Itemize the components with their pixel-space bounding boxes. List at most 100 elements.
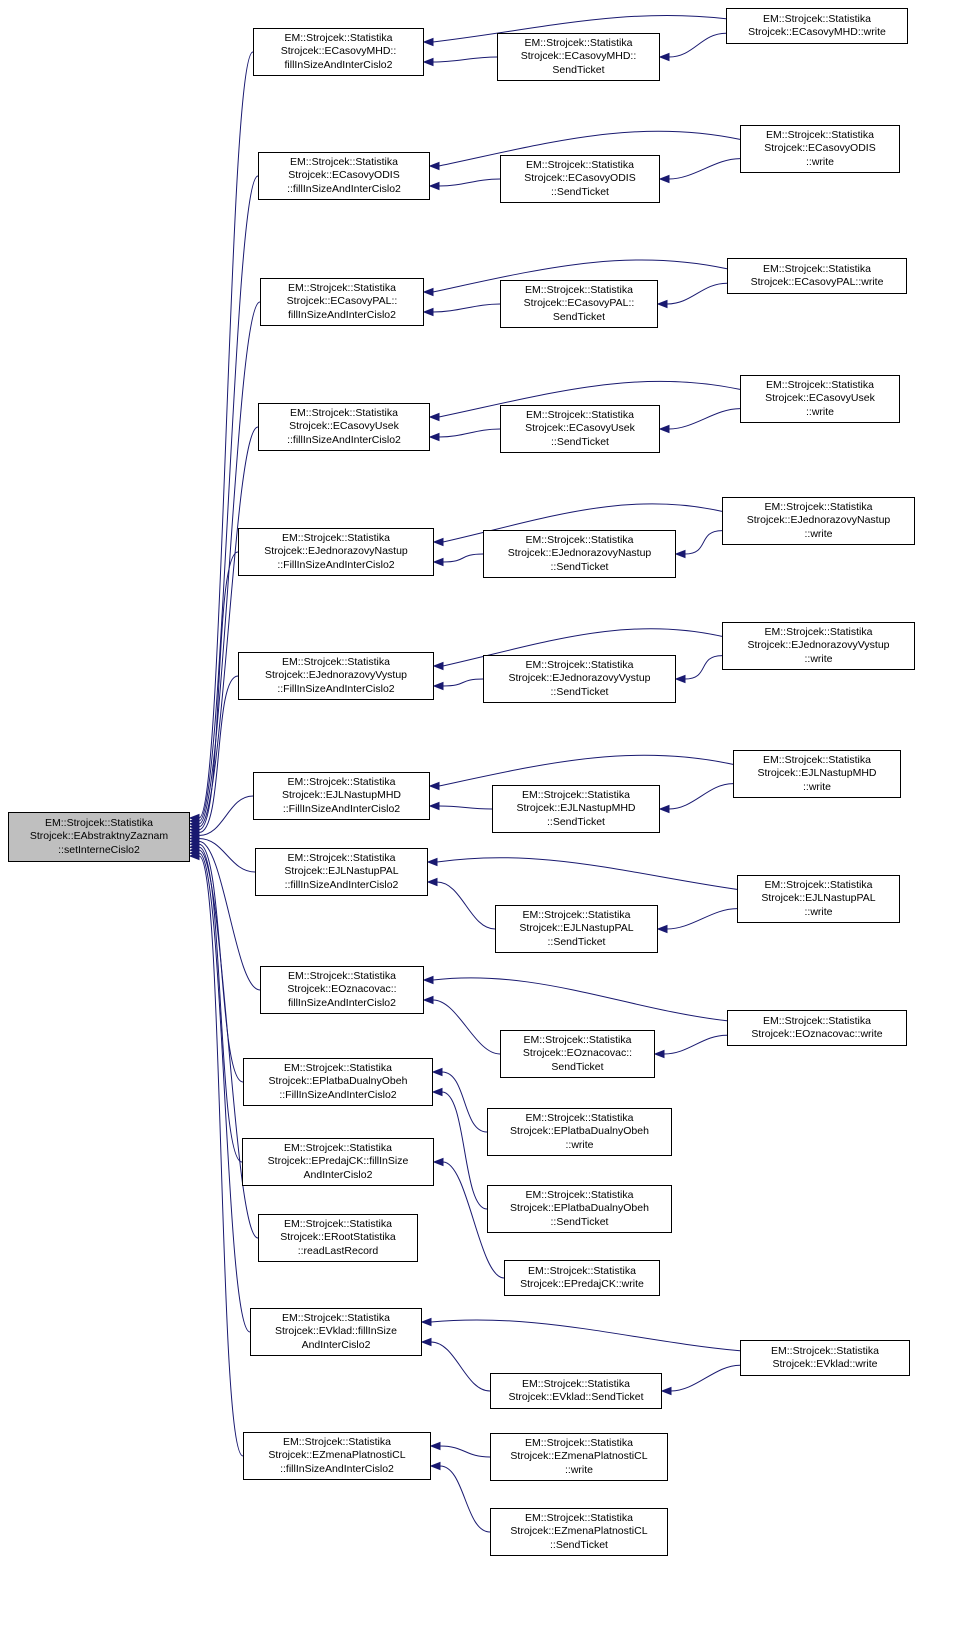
- arrowhead-icon: [428, 781, 440, 791]
- node-label: EM::Strojcek::Statistika Strojcek::ERoot…: [280, 1217, 396, 1257]
- edge-mhd_send-to-mhd_fill: [432, 56, 498, 63]
- node-zme_write[interactable]: EM::Strojcek::Statistika Strojcek::EZmen…: [490, 1433, 668, 1481]
- node-vkl_fill[interactable]: EM::Strojcek::Statistika Strojcek::EVkla…: [250, 1308, 422, 1356]
- arrowhead-icon: [420, 1317, 432, 1327]
- node-ejn_fill[interactable]: EM::Strojcek::Statistika Strojcek::EJedn…: [238, 528, 434, 576]
- edge-ejv_fill-to-set: [198, 675, 239, 834]
- node-pal_fill[interactable]: EM::Strojcek::Statistika Strojcek::ECaso…: [260, 278, 424, 326]
- node-label: EM::Strojcek::Statistika Strojcek::EJLNa…: [757, 753, 877, 793]
- node-usek_write[interactable]: EM::Strojcek::Statistika Strojcek::ECaso…: [740, 375, 900, 423]
- node-jlp_fill[interactable]: EM::Strojcek::Statistika Strojcek::EJLNa…: [255, 848, 428, 896]
- edge-zme_write-to-zme_fill: [439, 1445, 491, 1458]
- edge-zme_send-to-zme_fill: [439, 1465, 491, 1533]
- arrowhead-icon: [656, 924, 668, 934]
- edge-ozn_write-to-ozn_fill: [432, 977, 728, 1022]
- node-label: EM::Strojcek::Statistika Strojcek::EJLNa…: [281, 775, 402, 815]
- arrowhead-icon: [658, 424, 670, 434]
- edge-pck_fill-to-set: [198, 846, 243, 1163]
- node-mhd_write[interactable]: EM::Strojcek::Statistika Strojcek::ECaso…: [726, 8, 908, 44]
- node-jlm_write[interactable]: EM::Strojcek::Statistika Strojcek::EJLNa…: [733, 750, 901, 798]
- arrowhead-icon: [674, 549, 686, 559]
- node-pdo_fill[interactable]: EM::Strojcek::Statistika Strojcek::EPlat…: [243, 1058, 433, 1106]
- node-label: EM::Strojcek::Statistika Strojcek::EZmen…: [510, 1436, 648, 1476]
- arrowhead-icon: [428, 801, 440, 811]
- node-label: EM::Strojcek::Statistika Strojcek::EOzna…: [522, 1033, 633, 1073]
- edge-ejv_write-to-ejv_send: [684, 655, 723, 680]
- edge-root_read-to-set: [198, 849, 259, 1239]
- node-jlm_send[interactable]: EM::Strojcek::Statistika Strojcek::EJLNa…: [492, 785, 660, 833]
- edge-jlm_send-to-jlm_fill: [438, 805, 493, 810]
- node-ejv_send[interactable]: EM::Strojcek::Statistika Strojcek::EJedn…: [483, 655, 676, 703]
- edge-pdo_send-to-pdo_fill: [441, 1091, 488, 1210]
- node-label: EM::Strojcek::Statistika Strojcek::EZmen…: [510, 1511, 648, 1551]
- node-ozn_fill[interactable]: EM::Strojcek::Statistika Strojcek::EOzna…: [260, 966, 424, 1014]
- edge-ozn_fill-to-set: [198, 840, 261, 991]
- edge-odis_write-to-odis_send: [668, 158, 741, 180]
- node-label: EM::Strojcek::Statistika Strojcek::EJLNa…: [284, 851, 399, 891]
- node-pal_write[interactable]: EM::Strojcek::Statistika Strojcek::ECaso…: [727, 258, 907, 294]
- node-pal_send[interactable]: EM::Strojcek::Statistika Strojcek::ECaso…: [500, 280, 658, 328]
- node-jlp_write[interactable]: EM::Strojcek::Statistika Strojcek::EJLNa…: [737, 875, 900, 923]
- edge-ejv_send-to-ejv_fill: [442, 678, 484, 687]
- arrowhead-icon: [428, 181, 440, 191]
- node-label: EM::Strojcek::Statistika Strojcek::EVkla…: [771, 1344, 879, 1371]
- arrowhead-icon: [429, 1441, 441, 1451]
- node-label: EM::Strojcek::Statistika Strojcek::ECaso…: [287, 155, 401, 195]
- node-pck_write[interactable]: EM::Strojcek::Statistika Strojcek::EPred…: [504, 1260, 660, 1296]
- edge-ejv_write-to-ejv_fill: [442, 628, 723, 667]
- node-mhd_fill[interactable]: EM::Strojcek::Statistika Strojcek::ECaso…: [253, 28, 424, 76]
- edge-jlm_fill-to-set: [198, 795, 254, 837]
- node-ejv_write[interactable]: EM::Strojcek::Statistika Strojcek::EJedn…: [722, 622, 915, 670]
- arrowhead-icon: [422, 57, 434, 67]
- arrowhead-icon: [653, 1049, 665, 1059]
- edge-pal_fill-to-set: [198, 301, 261, 825]
- node-zme_fill[interactable]: EM::Strojcek::Statistika Strojcek::EZmen…: [243, 1432, 431, 1480]
- node-label: EM::Strojcek::Statistika Strojcek::ECaso…: [765, 378, 875, 418]
- node-label: EM::Strojcek::Statistika Strojcek::EOzna…: [751, 1014, 883, 1041]
- node-vkl_write[interactable]: EM::Strojcek::Statistika Strojcek::EVkla…: [740, 1340, 910, 1376]
- node-zme_send[interactable]: EM::Strojcek::Statistika Strojcek::EZmen…: [490, 1508, 668, 1556]
- edge-ozn_write-to-ozn_send: [663, 1034, 728, 1055]
- node-label: EM::Strojcek::Statistika Strojcek::ECaso…: [748, 12, 886, 39]
- edge-ejn_write-to-ejn_fill: [442, 503, 723, 543]
- edge-usek_fill-to-set: [198, 426, 259, 828]
- node-set[interactable]: EM::Strojcek::Statistika Strojcek::EAbst…: [8, 812, 190, 862]
- edge-pck_write-to-pck_fill: [442, 1161, 505, 1279]
- edge-ejn_fill-to-set: [198, 551, 239, 831]
- node-jlm_fill[interactable]: EM::Strojcek::Statistika Strojcek::EJLNa…: [253, 772, 430, 820]
- arrowhead-icon: [422, 307, 434, 317]
- node-label: EM::Strojcek::Statistika Strojcek::ECaso…: [525, 408, 635, 448]
- edge-ejn_send-to-ejn_fill: [442, 553, 484, 563]
- node-mhd_send[interactable]: EM::Strojcek::Statistika Strojcek::ECaso…: [497, 33, 660, 81]
- arrowhead-icon: [431, 1067, 443, 1077]
- node-usek_fill[interactable]: EM::Strojcek::Statistika Strojcek::ECaso…: [258, 403, 430, 451]
- node-ejn_send[interactable]: EM::Strojcek::Statistika Strojcek::EJedn…: [483, 530, 676, 578]
- edge-usek_write-to-usek_send: [668, 408, 741, 430]
- node-vkl_send[interactable]: EM::Strojcek::Statistika Strojcek::EVkla…: [490, 1373, 662, 1409]
- node-pdo_send[interactable]: EM::Strojcek::Statistika Strojcek::EPlat…: [487, 1185, 672, 1233]
- node-pck_fill[interactable]: EM::Strojcek::Statistika Strojcek::EPred…: [242, 1138, 434, 1186]
- node-odis_send[interactable]: EM::Strojcek::Statistika Strojcek::ECaso…: [500, 155, 660, 203]
- node-odis_write[interactable]: EM::Strojcek::Statistika Strojcek::ECaso…: [740, 125, 900, 173]
- arrowhead-icon: [656, 299, 668, 309]
- arrowhead-icon: [428, 432, 440, 442]
- edge-mhd_fill-to-set: [198, 51, 254, 819]
- node-ejn_write[interactable]: EM::Strojcek::Statistika Strojcek::EJedn…: [722, 497, 915, 545]
- node-pdo_write[interactable]: EM::Strojcek::Statistika Strojcek::EPlat…: [487, 1108, 672, 1156]
- node-ozn_write[interactable]: EM::Strojcek::Statistika Strojcek::EOzna…: [727, 1010, 907, 1046]
- edge-odis_write-to-odis_fill: [438, 130, 741, 167]
- node-label: EM::Strojcek::Statistika Strojcek::EPlat…: [510, 1111, 649, 1151]
- node-label: EM::Strojcek::Statistika Strojcek::ECaso…: [280, 31, 397, 71]
- node-ejv_fill[interactable]: EM::Strojcek::Statistika Strojcek::EJedn…: [238, 652, 434, 700]
- edge-mhd_write-to-mhd_fill: [432, 15, 727, 43]
- node-label: EM::Strojcek::Statistika Strojcek::ECaso…: [287, 406, 401, 446]
- node-label: EM::Strojcek::Statistika Strojcek::EJedn…: [264, 531, 408, 571]
- node-root_read[interactable]: EM::Strojcek::Statistika Strojcek::ERoot…: [258, 1214, 418, 1262]
- node-label: EM::Strojcek::Statistika Strojcek::EJLNa…: [519, 908, 634, 948]
- node-odis_fill[interactable]: EM::Strojcek::Statistika Strojcek::ECaso…: [258, 152, 430, 200]
- node-ozn_send[interactable]: EM::Strojcek::Statistika Strojcek::EOzna…: [500, 1030, 655, 1078]
- node-jlp_send[interactable]: EM::Strojcek::Statistika Strojcek::EJLNa…: [495, 905, 658, 953]
- node-usek_send[interactable]: EM::Strojcek::Statistika Strojcek::ECaso…: [500, 405, 660, 453]
- arrowhead-icon: [660, 1386, 672, 1396]
